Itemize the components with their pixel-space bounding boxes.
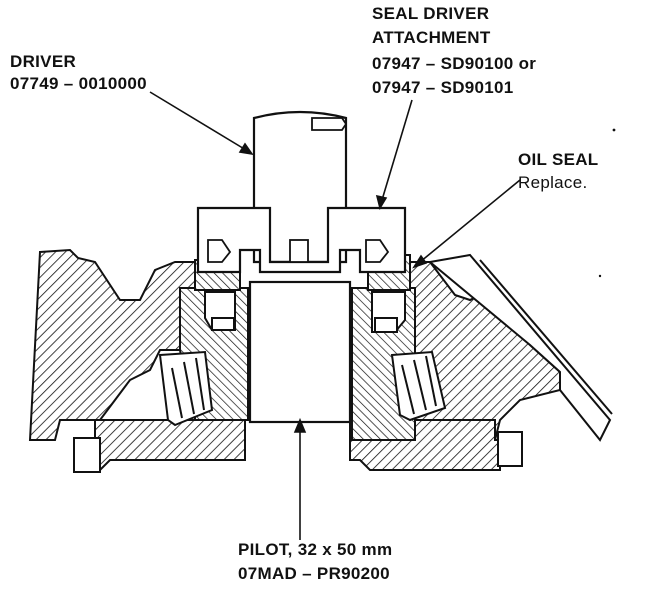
left-bearing <box>158 350 214 427</box>
right-arm <box>427 253 612 442</box>
oil-seal-note: Replace. <box>518 173 588 192</box>
driver-shaft <box>252 110 348 264</box>
seal-driver-label-line1: SEAL DRIVER <box>372 4 490 23</box>
right-bearing <box>390 350 447 422</box>
seal-driver-part-2: 07947 – SD90101 <box>372 78 514 97</box>
oil-seal-label: OIL SEAL <box>518 150 599 169</box>
left-lower-flange <box>79 419 246 471</box>
left-flange-end <box>73 437 101 473</box>
driver-part-number: 07749 – 0010000 <box>10 74 147 93</box>
right-flange-end <box>497 431 523 467</box>
seal-driver-label-line2: ATTACHMENT <box>372 28 491 47</box>
pilot <box>248 280 352 424</box>
seal-driver-part-1: 07947 – SD90100 or <box>372 54 537 73</box>
pilot-label: PILOT, 32 x 50 mm <box>238 540 393 559</box>
driver-label: DRIVER <box>10 52 77 71</box>
leader-arrows <box>149 91 521 540</box>
pilot-part-number: 07MAD – PR90200 <box>238 564 390 583</box>
